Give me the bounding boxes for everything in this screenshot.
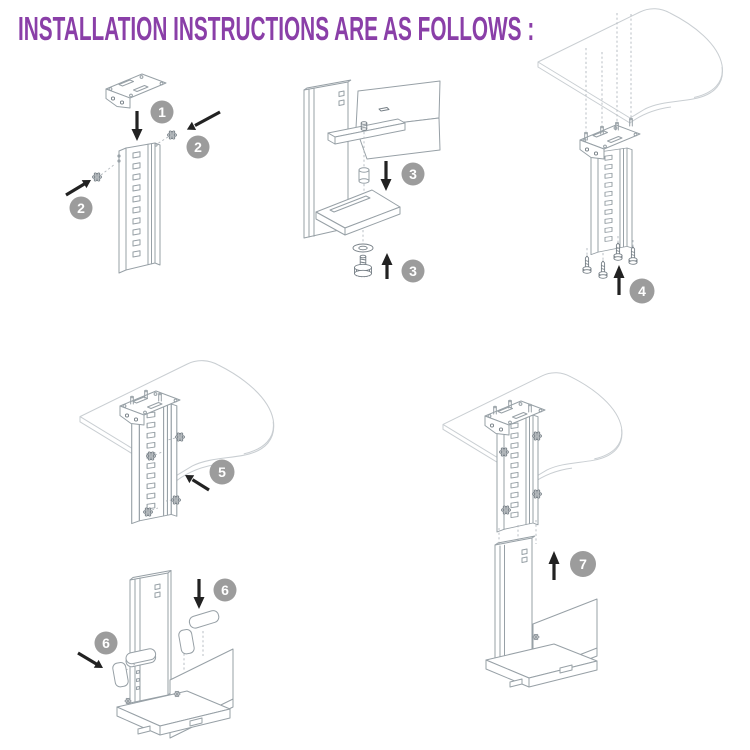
step-3-diagram: 3 3 [303, 79, 441, 283]
step-badge: 6 [94, 631, 118, 655]
svg-text:4: 4 [638, 283, 646, 299]
screw [598, 260, 608, 279]
arrow-down-icon [193, 579, 205, 609]
holder-back-panel [303, 79, 352, 239]
step-4-diagram: 4 [537, 8, 724, 304]
thumbscrew [532, 431, 542, 441]
thumbscrew [143, 507, 153, 517]
svg-text:2: 2 [77, 200, 85, 216]
washer [352, 243, 374, 253]
step-badge: 6 [213, 578, 237, 602]
slotted-column [590, 147, 633, 256]
cpu-tray [315, 189, 401, 236]
arrow-up-icon [613, 265, 625, 295]
screw [532, 633, 540, 641]
step-1-2-diagram: 1 2 2 [65, 73, 221, 274]
arrow-up-icon [548, 551, 560, 580]
arrow-up-right-icon [65, 180, 91, 197]
cpu-tray [116, 690, 231, 736]
desk-surface [537, 8, 724, 124]
thumbscrew [146, 451, 156, 461]
step-badge: 3 [401, 162, 425, 186]
svg-text:1: 1 [158, 104, 166, 120]
arrow-down-icon [131, 111, 143, 141]
svg-text:6: 6 [221, 582, 229, 598]
step-badge: 1 [150, 100, 174, 124]
thumbscrew [501, 505, 511, 515]
arrow-up-left-icon [185, 475, 210, 492]
screw [167, 130, 177, 140]
page-title: INSTALLATION INSTRUCTIONS ARE AS FOLLOWS… [18, 10, 535, 47]
arrow-down-right-icon [77, 651, 103, 668]
screw [92, 172, 102, 182]
adhesive-pad [188, 610, 220, 629]
thumbscrew [532, 489, 542, 499]
screw [124, 697, 132, 705]
thumbscrew [175, 432, 185, 442]
adhesive-pad [178, 629, 195, 655]
thumbscrew [354, 254, 372, 278]
cpu-holder [485, 535, 598, 688]
step-badge: 5 [209, 459, 235, 485]
step-7-diagram: 7 [442, 372, 623, 688]
thumbscrew [171, 495, 181, 505]
svg-text:2: 2 [194, 139, 202, 155]
holder-back-panel [129, 570, 172, 704]
arrow-down-left-icon [186, 110, 221, 130]
step-badge: 7 [570, 551, 596, 577]
screw [173, 690, 181, 698]
svg-text:3: 3 [409, 263, 417, 279]
step-badge: 3 [401, 259, 425, 283]
thumbscrew [499, 447, 509, 457]
step-badge: 4 [629, 278, 655, 304]
arrow-down-icon [380, 161, 392, 191]
adhesive-pad [112, 662, 129, 688]
slotted-column [118, 142, 161, 274]
svg-text:6: 6 [102, 635, 110, 651]
step-badge: 2 [186, 135, 210, 159]
step-6-diagram: 6 6 [77, 570, 237, 739]
screw [628, 246, 638, 265]
svg-text:7: 7 [579, 556, 587, 572]
screw [582, 255, 592, 274]
svg-text:5: 5 [218, 464, 226, 480]
clamp-bar [327, 118, 406, 145]
arrow-up-icon [381, 253, 393, 279]
step-badge: 2 [69, 196, 93, 220]
step-5-diagram: 5 [79, 360, 275, 525]
support-arm [125, 648, 157, 668]
svg-text:3: 3 [409, 166, 417, 182]
spacer-bushing [358, 167, 370, 184]
